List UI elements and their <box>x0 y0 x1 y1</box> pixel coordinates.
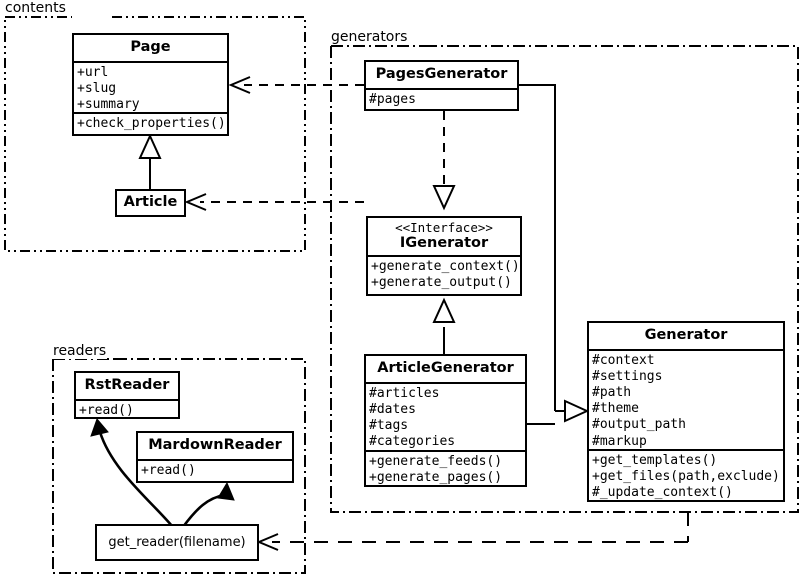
class-method: +get_files(path,exclude) <box>592 468 780 484</box>
class-attribute: #articles <box>369 385 440 401</box>
class-attribute: #tags <box>369 417 409 433</box>
package-frame-contents <box>4 16 306 252</box>
connector-pagesgenerator-to-igenerator <box>432 111 456 211</box>
package-label-contents: contents <box>4 0 67 16</box>
class-attribute: #pages <box>369 91 416 107</box>
class-method: +read() <box>141 462 196 478</box>
class-method: +check_properties() <box>77 115 226 131</box>
class-methods-mardownreader: +read() <box>138 458 292 482</box>
class-name-rstreader: RstReader <box>84 377 170 393</box>
class-name-article: Article <box>123 194 178 210</box>
class-attributes-generator: #context #settings #path #theme #output_… <box>589 348 783 449</box>
class-attribute: #theme <box>592 401 639 417</box>
class-attribute: #dates <box>369 401 416 417</box>
class-attribute: +slug <box>77 80 117 96</box>
package-frame-generators <box>330 45 799 513</box>
connector-generators-to-generator <box>519 84 590 425</box>
class-box-pagesgenerator[interactable]: PagesGenerator #pages <box>364 60 519 111</box>
class-name-igenerator: <<Interface>> IGenerator <box>368 218 520 255</box>
class-name-generator: Generator <box>644 327 728 343</box>
class-box-article[interactable]: Article <box>115 189 186 217</box>
class-method: +generate_feeds() <box>369 453 503 469</box>
class-attribute: #markup <box>592 433 647 449</box>
class-name-pagesgenerator: PagesGenerator <box>375 66 508 82</box>
function-box-get-reader[interactable]: get_reader(filename) <box>95 524 259 561</box>
connector-pagesgenerator-to-page <box>228 76 364 94</box>
class-method: +generate_output() <box>371 275 512 291</box>
class-box-page[interactable]: Page +url +slug +summary +check_properti… <box>72 33 229 136</box>
class-method: +generate_pages() <box>369 469 503 485</box>
class-method: +get_templates() <box>592 452 718 468</box>
connector-generator-to-getreader <box>256 512 689 551</box>
class-methods-igenerator: +generate_context() +generate_output() <box>368 254 520 294</box>
class-name-page: Page <box>130 39 171 55</box>
class-box-igenerator[interactable]: <<Interface>> IGenerator +generate_conte… <box>366 216 522 296</box>
class-box-rstreader[interactable]: RstReader +read() <box>74 371 180 419</box>
class-methods-generator: +get_templates() +get_files(path,exclude… <box>589 448 783 501</box>
class-attribute: #context <box>592 352 655 368</box>
class-name-mardownreader: MardownReader <box>148 437 282 453</box>
function-label-get-reader: get_reader(filename) <box>108 535 246 550</box>
connector-articlegenerator-to-article <box>184 193 364 211</box>
class-attribute: #path <box>592 384 632 400</box>
class-method: +generate_context() <box>371 258 520 274</box>
class-attribute: #categories <box>369 434 456 450</box>
package-label-readers: readers <box>52 343 108 359</box>
class-box-generator[interactable]: Generator #context #settings #path #them… <box>587 321 785 502</box>
class-attribute: #settings <box>592 368 663 384</box>
class-box-mardownreader[interactable]: MardownReader +read() <box>136 431 294 483</box>
class-methods-rstreader: +read() <box>76 398 178 418</box>
class-methods-articlegenerator: +generate_feeds() +generate_pages() <box>366 449 525 486</box>
class-attributes-articlegenerator: #articles #dates #tags #categories <box>366 381 525 450</box>
class-name-articlegenerator: ArticleGenerator <box>377 360 514 376</box>
package-label-generators: generators <box>330 29 409 45</box>
class-attributes-page: +url +slug +summary <box>74 60 227 112</box>
connector-getreader-to-mardownreader <box>181 481 235 529</box>
connector-articlegenerator-to-igenerator <box>432 297 456 354</box>
class-methods-page: +check_properties() <box>74 111 227 135</box>
class-attributes-pagesgenerator: #pages <box>366 87 517 110</box>
class-name-text: IGenerator <box>399 235 489 252</box>
class-attribute: +url <box>77 64 109 80</box>
class-box-articlegenerator[interactable]: ArticleGenerator #articles #dates #tags … <box>364 354 527 487</box>
class-attribute: #output_path <box>592 417 686 433</box>
connector-getreader-to-rstreader <box>90 418 174 528</box>
class-attribute: +summary <box>77 96 140 112</box>
class-stereotype-igenerator: <<Interface>> <box>395 220 493 235</box>
class-method: #_update_context() <box>592 484 733 500</box>
class-method: +read() <box>79 402 134 418</box>
connector-article-to-page <box>138 133 162 189</box>
package-frame-readers <box>52 358 306 574</box>
